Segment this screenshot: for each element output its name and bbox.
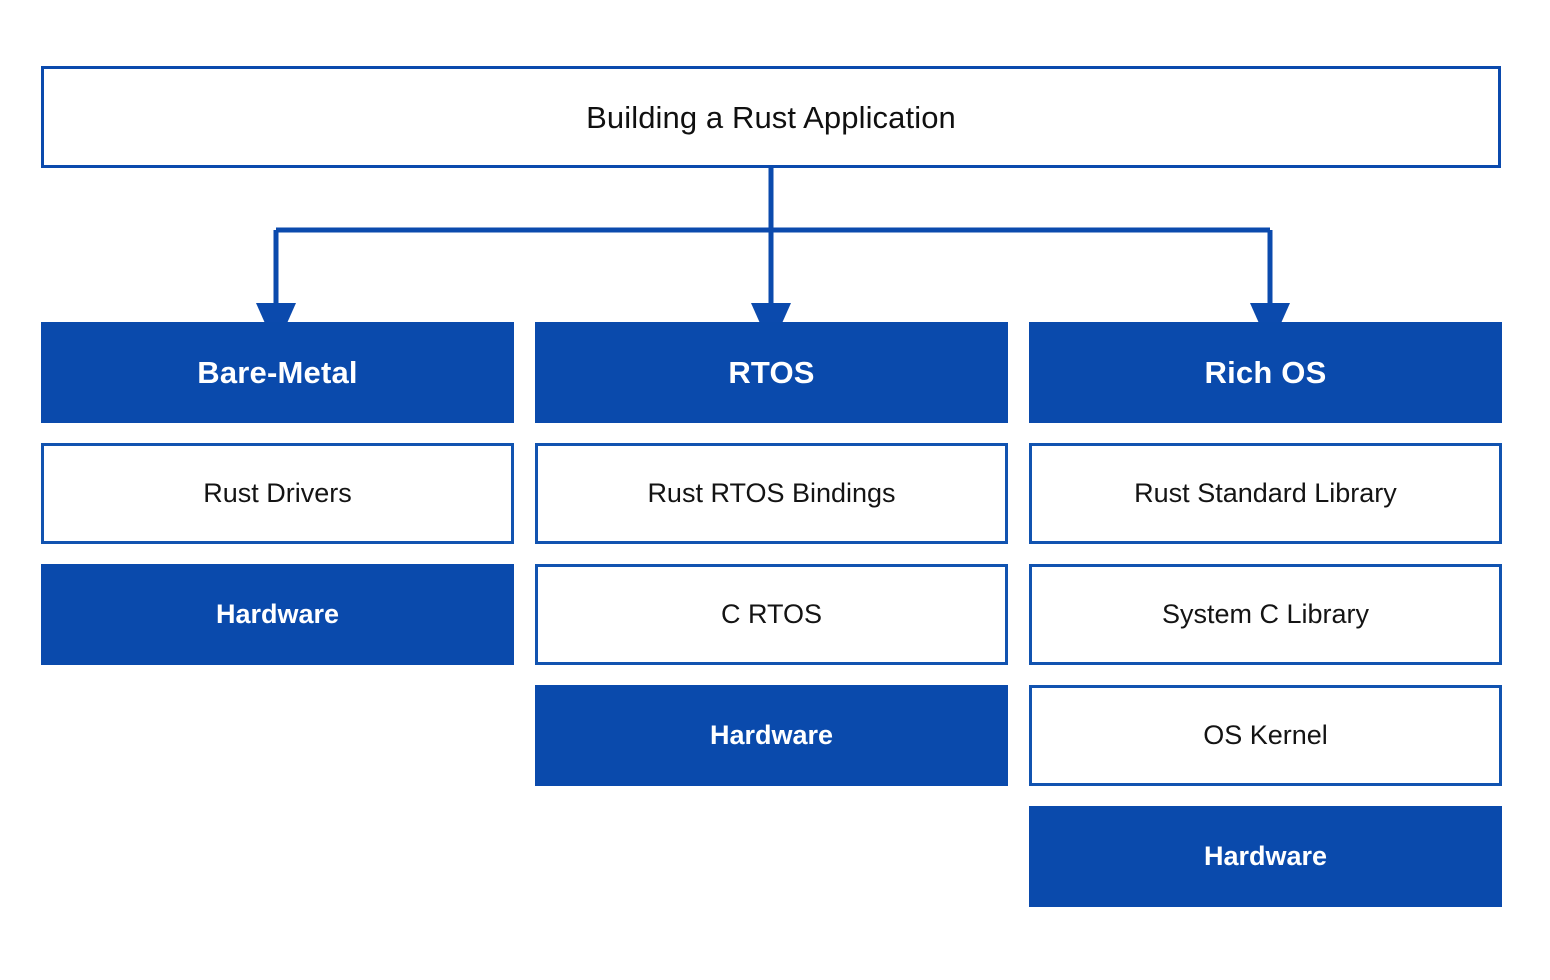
layer-node[interactable]: Rust Standard Library — [1029, 443, 1502, 544]
node-label: System C Library — [1161, 599, 1370, 629]
layer-node[interactable]: System C Library — [1029, 564, 1502, 665]
node-label: Rust Standard Library — [1134, 478, 1397, 508]
layer-node[interactable]: Hardware — [1029, 806, 1502, 907]
node-label: Hardware — [215, 599, 340, 629]
root-node: Building a Rust Application — [41, 66, 1501, 168]
column-rtos: RTOS Rust RTOS Bindings C RTOS Hardware — [535, 322, 1008, 786]
root-node-label: Building a Rust Application — [586, 99, 956, 135]
layer-node[interactable]: Rust RTOS Bindings — [535, 443, 1008, 544]
layer-node[interactable]: OS Kernel — [1029, 685, 1502, 786]
column-bare-metal: Bare-Metal Rust Drivers Hardware — [41, 322, 514, 665]
column-header-rich-os[interactable]: Rich OS — [1029, 322, 1502, 423]
layer-node[interactable]: Hardware — [535, 685, 1008, 786]
node-label: Bare-Metal — [197, 354, 358, 390]
column-header-bare-metal[interactable]: Bare-Metal — [41, 322, 514, 423]
node-label: Hardware — [709, 720, 834, 750]
node-label: Rust RTOS Bindings — [647, 478, 896, 508]
node-label: C RTOS — [720, 599, 823, 629]
node-label: Rust Drivers — [203, 478, 352, 508]
column-header-rtos[interactable]: RTOS — [535, 322, 1008, 423]
node-label: RTOS — [728, 354, 815, 390]
node-label: OS Kernel — [1203, 720, 1328, 750]
layer-node[interactable]: C RTOS — [535, 564, 1008, 665]
layer-node[interactable]: Rust Drivers — [41, 443, 514, 544]
column-rich-os: Rich OS Rust Standard Library System C L… — [1029, 322, 1502, 907]
node-label: Hardware — [1203, 841, 1328, 871]
node-label: Rich OS — [1204, 354, 1327, 390]
layer-node[interactable]: Hardware — [41, 564, 514, 665]
